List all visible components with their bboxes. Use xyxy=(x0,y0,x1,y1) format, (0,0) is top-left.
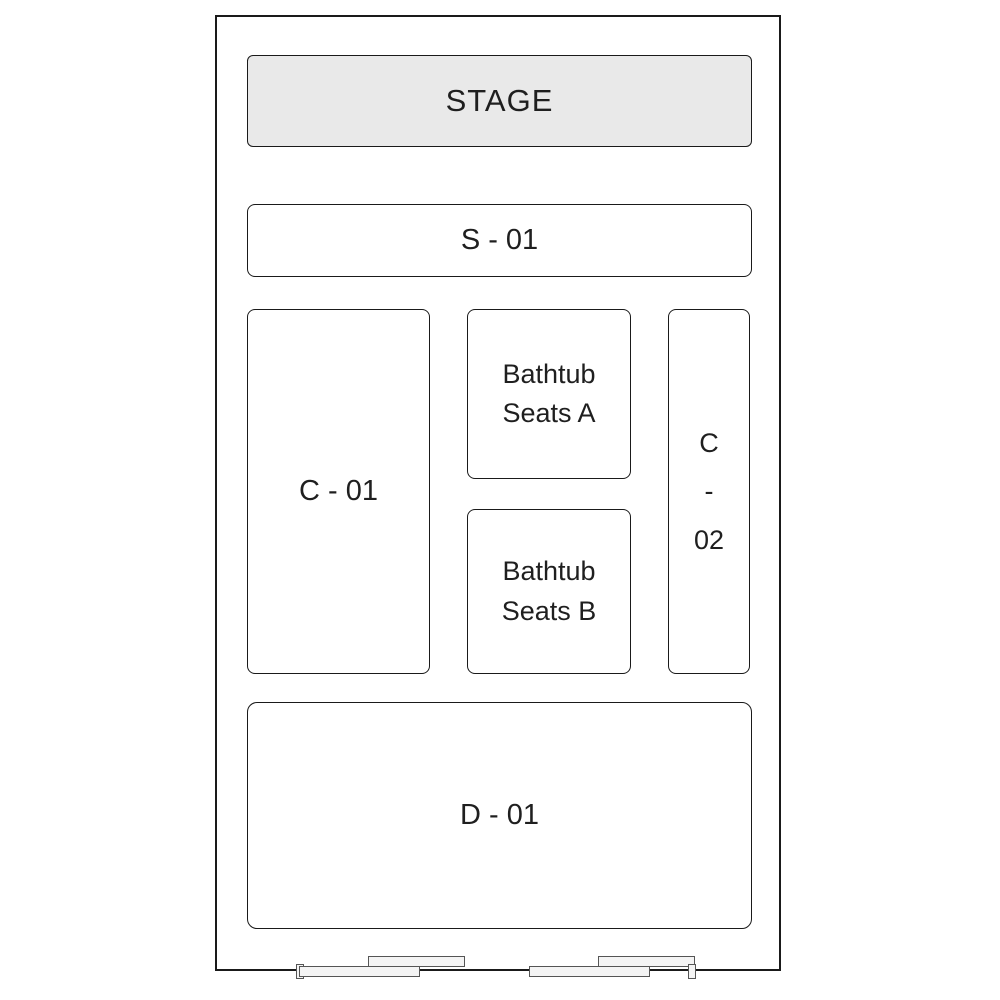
stage-block: STAGE xyxy=(247,55,752,147)
section-d01-label: D - 01 xyxy=(460,799,539,832)
section-d01[interactable]: D - 01 xyxy=(247,702,752,929)
section-c02-label-line1: C xyxy=(699,427,719,458)
section-c02[interactable]: C - 02 xyxy=(668,309,750,674)
section-bathtub-seats-a[interactable]: Bathtub Seats A xyxy=(467,309,631,479)
section-c01[interactable]: C - 01 xyxy=(247,309,430,674)
section-bathtub-a-label-line2: Seats A xyxy=(502,398,596,428)
section-c02-label-line2: - xyxy=(704,476,714,507)
section-s01[interactable]: S - 01 xyxy=(247,204,752,277)
section-s01-label: S - 01 xyxy=(460,224,539,257)
section-c02-label-line3: 02 xyxy=(693,524,725,555)
section-c01-label: C - 01 xyxy=(299,475,378,508)
section-bathtub-b-label-line2: Seats B xyxy=(501,595,597,626)
section-bathtub-b-label-line1: Bathtub xyxy=(502,556,596,587)
stage-label: STAGE xyxy=(445,82,554,118)
section-bathtub-seats-b[interactable]: Bathtub Seats B xyxy=(467,509,631,674)
entrance-door-right-panel-lower xyxy=(529,966,650,977)
section-bathtub-a-label-line1: Bathtub xyxy=(502,358,596,389)
entrance-door-left-panel-lower xyxy=(299,966,420,977)
entrance-door-right-cap xyxy=(688,964,696,979)
